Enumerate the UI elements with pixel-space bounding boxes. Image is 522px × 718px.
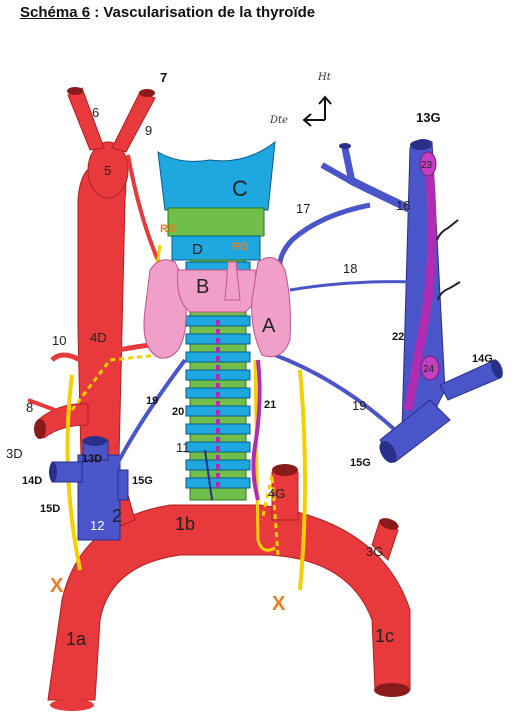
artery-9 [126, 154, 162, 266]
label-1c: 1c [375, 626, 394, 646]
artery-6-end [67, 87, 83, 95]
title-rest: : Vascularisation de la thyroïde [90, 4, 316, 21]
nerve-right-dashed [260, 474, 280, 556]
aorta-end-1c [374, 683, 410, 697]
nerve-left-dashed [70, 353, 161, 411]
node-23 [419, 151, 437, 177]
label-X-right: X [272, 593, 286, 615]
label-1b: 1b [175, 514, 195, 534]
artery-10 [50, 342, 151, 363]
artery-4G-end [272, 464, 298, 476]
nerve-middle [253, 359, 276, 552]
label-19-right: 19 [352, 398, 366, 413]
label-14G: 14G [472, 353, 493, 365]
structure-21 [251, 359, 262, 501]
label-15D: 15D [40, 503, 60, 515]
vein-15G-right-end [379, 441, 397, 463]
thyroid-lobe-right [143, 259, 187, 359]
vein-14G-end [491, 359, 503, 379]
label-X-left: X [50, 575, 64, 597]
pyramidal-lobe [224, 261, 241, 301]
label-17: 17 [296, 201, 310, 216]
vein-17 [277, 202, 371, 271]
orientation-up: Ht [317, 72, 332, 83]
label-20: 20 [172, 406, 184, 418]
label-18: 18 [343, 261, 357, 276]
hook-lower [437, 281, 461, 301]
carotid-bulb-5 [87, 141, 129, 199]
label-16: 16 [396, 198, 410, 213]
label-12: 12 [90, 518, 104, 533]
page-title: Schéma 6 : Vascularisation de la thyroïd… [20, 4, 315, 21]
label-15G-right: 15G [350, 457, 371, 469]
structure-11 [204, 449, 213, 501]
title-prefix: Schéma 6 [20, 4, 91, 21]
orientation-indicator [302, 95, 332, 127]
vein-16-branch-b [320, 162, 354, 185]
label-9: 9 [145, 123, 152, 138]
vein-18 [289, 280, 417, 292]
artery-7 [111, 91, 156, 153]
vein-13D-end [83, 436, 107, 446]
vein-14G [439, 359, 501, 401]
label-23: 23 [421, 160, 433, 171]
label-2: 2 [112, 506, 122, 526]
vein-16 [348, 176, 414, 214]
vein-14D-end [49, 462, 57, 482]
cartilage-C [157, 140, 276, 211]
label-14D: 14D [22, 475, 42, 487]
label-3G: 3G [366, 544, 383, 559]
structure-22 [403, 157, 437, 411]
artery-7-end [139, 89, 155, 97]
label-4G: 4G [268, 486, 285, 501]
label-19-left: 19 [146, 395, 158, 407]
vein-16-branch-a [341, 147, 356, 183]
label-11: 11 [176, 440, 190, 455]
hook-upper [436, 219, 459, 241]
label-22: 22 [392, 331, 404, 343]
label-RG: RG [232, 241, 249, 253]
label-1a: 1a [66, 629, 87, 649]
label-5: 5 [104, 163, 111, 178]
artery-6 [67, 87, 105, 151]
label-21: 21 [264, 399, 276, 411]
label-10: 10 [52, 333, 66, 348]
vein-16-end-a [339, 143, 351, 149]
nerve-right [298, 369, 307, 591]
thyroid-isthmus-B [177, 269, 258, 313]
vein-19-right [274, 353, 397, 432]
cricothyroid [167, 207, 265, 237]
label-13G: 13G [416, 110, 441, 125]
label-24: 24 [423, 364, 435, 375]
label-D: D [192, 241, 203, 258]
label-3D: 3D [6, 446, 23, 461]
vein-19-left [113, 358, 187, 469]
vein-15G-left [117, 469, 129, 501]
artery-3G-end [379, 518, 399, 530]
label-6: 6 [92, 105, 99, 120]
label-C: C [232, 176, 248, 201]
label-8: 8 [26, 400, 33, 415]
artery-3G [371, 519, 399, 561]
orientation-right: Dte [269, 115, 288, 126]
artery-3D-end [34, 419, 46, 439]
artery-8 [27, 398, 56, 412]
thyroid-lobe-left-A [251, 257, 291, 358]
label-4D: 4D [90, 330, 107, 345]
label-B: B [196, 276, 209, 298]
aorta-end-1a [50, 699, 94, 711]
label-A: A [262, 315, 276, 337]
vein-13G-end [410, 140, 432, 150]
node-24 [420, 355, 440, 381]
label-13D: 13D [82, 453, 102, 465]
label-7: 7 [160, 70, 167, 85]
label-RD: RD [160, 223, 176, 235]
label-15G-left: 15G [132, 475, 153, 487]
